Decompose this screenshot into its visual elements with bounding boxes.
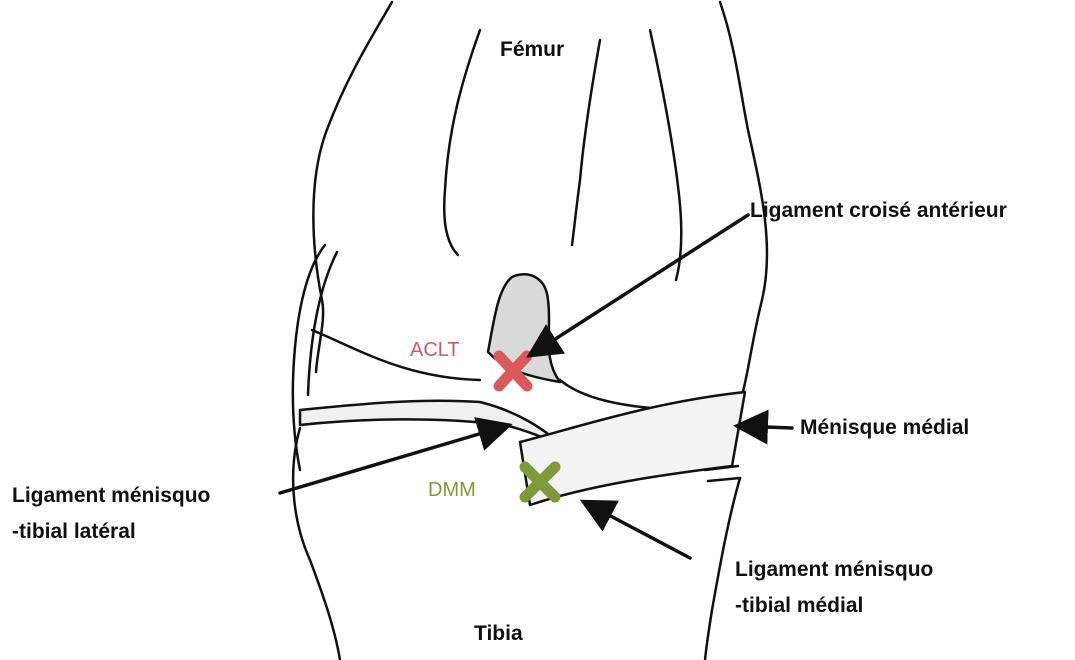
arrow-medial-meniscus: [740, 426, 792, 428]
lateral-ligament-label-line1: Ligament ménisquo: [12, 482, 210, 510]
tibia-outline-left: [293, 428, 340, 660]
aclt-label: ACLT: [410, 336, 460, 364]
medial-meniscus-label: Ménisque médial: [800, 414, 969, 442]
femur-shaft-line: [572, 40, 600, 245]
arrow-medial-ligament: [586, 503, 690, 558]
femur-label: Fémur: [500, 36, 564, 64]
acl-label: Ligament croisé antérieur: [750, 197, 1007, 225]
tibia-label: Tibia: [474, 620, 523, 648]
arrow-acl: [532, 215, 748, 354]
medial-meniscus-rim: [708, 478, 740, 481]
femur-shaft-line: [444, 30, 480, 255]
dmm-label: DMM: [428, 476, 476, 504]
medial-ligament-label-line2: -tibial médial: [735, 592, 863, 620]
femur-shaft-line: [650, 30, 681, 280]
femur-outline-left: [313, 2, 392, 372]
medial-ligament-label-line1: Ligament ménisquo: [735, 556, 933, 584]
lateral-ligament-label-line2: -tibial latéral: [12, 518, 136, 546]
